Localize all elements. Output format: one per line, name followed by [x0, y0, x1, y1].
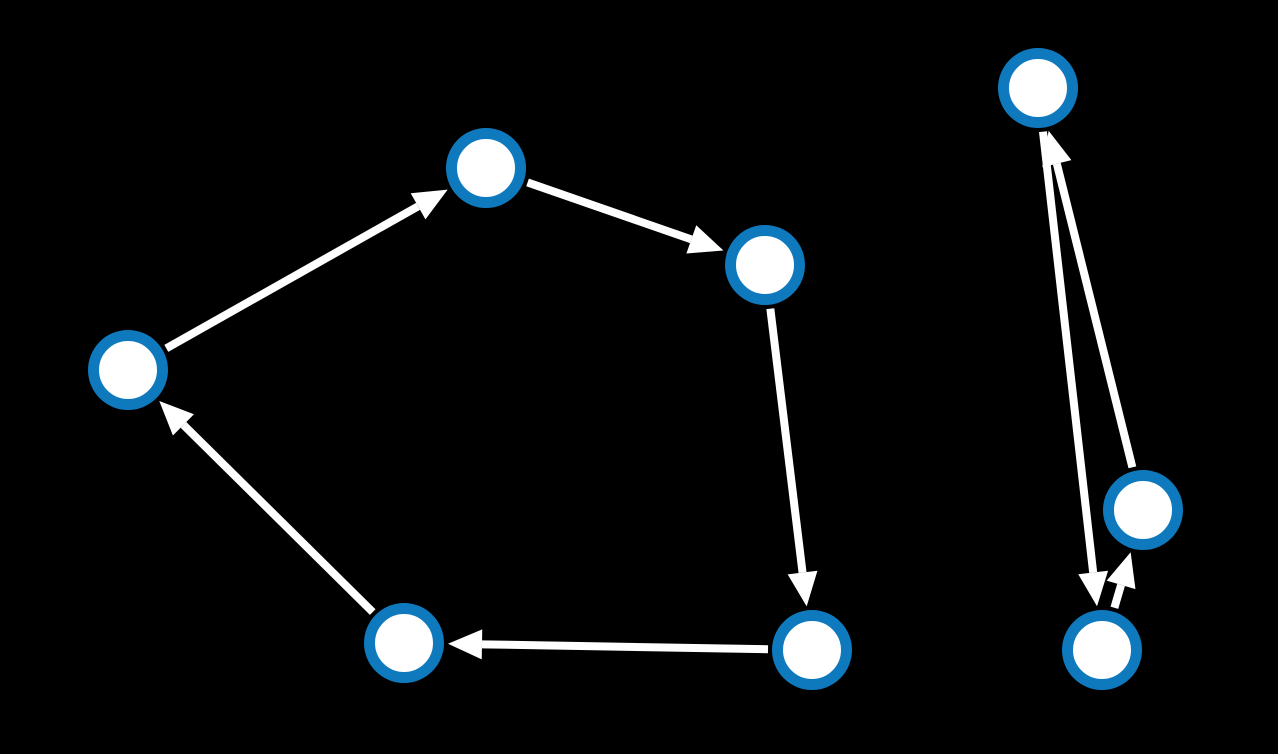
node-top-right-ring[interactable] — [998, 48, 1078, 128]
edge-bottom-middle-to-bottom-left-arrowhead — [447, 629, 483, 660]
node-top-middle-ring[interactable] — [725, 225, 805, 305]
edge-right-middle-to-top-right-arrowhead — [1042, 130, 1072, 168]
node-bottom-left-ring[interactable] — [364, 603, 444, 683]
edge-bottom-middle-to-bottom-left — [447, 629, 769, 660]
edge-right-middle-to-top-right — [1042, 130, 1137, 469]
node-left[interactable] — [88, 330, 168, 410]
node-top-left[interactable] — [446, 128, 526, 208]
edge-bottom-right-to-right-middle — [1106, 552, 1136, 609]
node-bottom-right[interactable] — [1062, 610, 1142, 690]
node-bottom-right-ring[interactable] — [1062, 610, 1142, 690]
edge-bottom-left-to-left-arrowhead — [159, 400, 194, 436]
node-left-ring[interactable] — [88, 330, 168, 410]
edge-left-to-top-left-arrowhead — [410, 189, 448, 220]
edge-top-middle-to-bottom-middle — [766, 308, 818, 607]
node-top-middle[interactable] — [725, 225, 805, 305]
edge-left-to-top-left — [164, 189, 448, 352]
edge-top-left-to-top-middle — [526, 178, 724, 254]
node-top-left-ring[interactable] — [446, 128, 526, 208]
node-bottom-left[interactable] — [364, 603, 444, 683]
edge-bottom-right-to-right-middle-arrowhead — [1106, 552, 1136, 590]
node-layer — [88, 48, 1183, 690]
node-bottom-middle-ring[interactable] — [772, 610, 852, 690]
node-bottom-middle[interactable] — [772, 610, 852, 690]
node-right-middle[interactable] — [1103, 470, 1183, 550]
edge-bottom-left-to-left — [159, 400, 376, 615]
edge-layer — [159, 130, 1137, 660]
edge-top-left-to-top-middle-arrowhead — [686, 225, 724, 254]
node-top-right[interactable] — [998, 48, 1078, 128]
node-right-middle-ring[interactable] — [1103, 470, 1183, 550]
edge-top-right-to-bottom-right-arrowhead — [1078, 570, 1109, 607]
edge-top-right-to-bottom-right — [1039, 131, 1109, 607]
edge-top-middle-to-bottom-middle-arrowhead — [787, 570, 818, 607]
